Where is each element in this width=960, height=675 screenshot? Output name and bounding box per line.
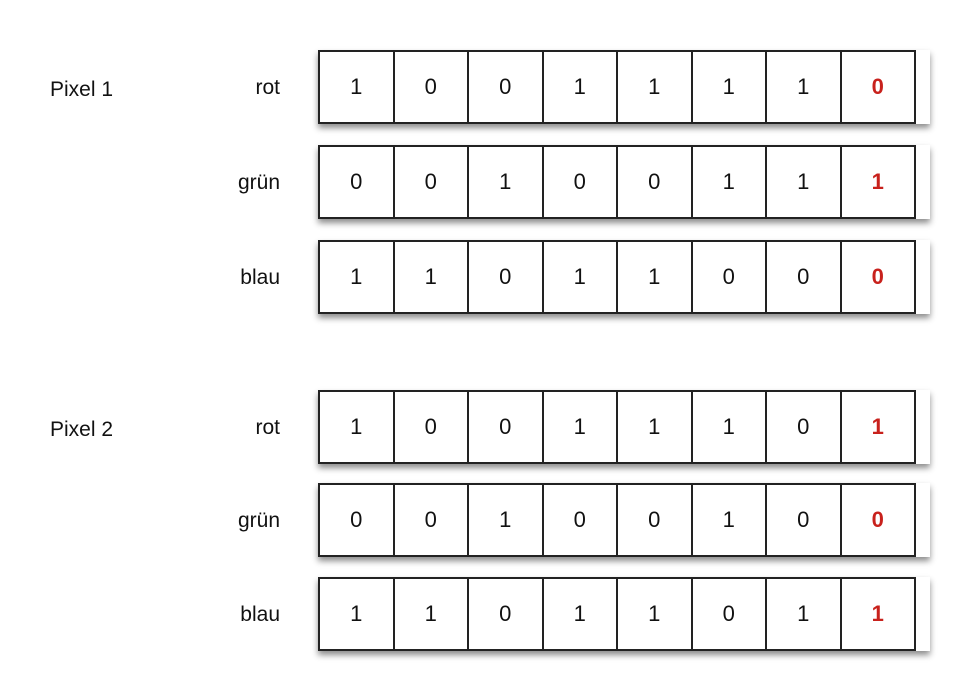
bit-cell: 1 [541, 240, 618, 314]
bit-cell: 0 [765, 240, 842, 314]
byte-row: 0 0 1 0 0 1 0 0 [318, 483, 930, 557]
bit-cell: 1 [318, 577, 395, 651]
bit-cell: 0 [392, 390, 469, 464]
byte-row: 1 0 0 1 1 1 1 0 [318, 50, 930, 124]
bit-cell: 0 [467, 390, 544, 464]
bit-cell: 1 [541, 577, 618, 651]
bit-cell: 0 [467, 577, 544, 651]
channel-label: grün [237, 509, 280, 532]
bit-cell: 0 [318, 145, 395, 219]
bit-cell: 1 [467, 145, 544, 219]
bit-cell: 1 [467, 483, 544, 557]
bit-cell: 1 [616, 240, 693, 314]
byte-row: 0 0 1 0 0 1 1 1 [318, 145, 930, 219]
channel-row-blue: blau 1 1 0 1 1 0 1 1 [0, 577, 960, 653]
channel-label: rot [255, 76, 280, 99]
bit-cell: 1 [690, 390, 767, 464]
bit-cell: 0 [765, 390, 842, 464]
bit-cell: 1 [541, 390, 618, 464]
lsb-bit-cell: 1 [839, 577, 916, 651]
pixel-label: Pixel 2 [50, 418, 114, 441]
channel-label: blau [240, 603, 280, 626]
byte-row: 1 0 0 1 1 1 0 1 [318, 390, 930, 464]
lsb-bit-cell: 0 [839, 50, 916, 124]
channel-label: blau [240, 266, 280, 289]
channel-row-green: grün 0 0 1 0 0 1 1 1 [0, 145, 960, 221]
channel-row-red: rot 1 0 0 1 1 1 1 0 [0, 50, 960, 126]
bit-cell: 1 [616, 577, 693, 651]
bit-cell: 0 [616, 145, 693, 219]
byte-row: 1 1 0 1 1 0 0 0 [318, 240, 930, 314]
bit-cell: 1 [318, 240, 395, 314]
channel-label: grün [237, 171, 280, 194]
bit-cell: 1 [616, 390, 693, 464]
bit-cell: 0 [690, 577, 767, 651]
bit-cell: 0 [392, 50, 469, 124]
bit-cell: 1 [690, 50, 767, 124]
bit-cell: 1 [616, 50, 693, 124]
bit-cell: 1 [765, 577, 842, 651]
bit-cell: 1 [392, 577, 469, 651]
bit-cell: 1 [765, 50, 842, 124]
lsb-bit-cell: 0 [839, 483, 916, 557]
bit-cell: 1 [318, 390, 395, 464]
bit-cell: 0 [690, 240, 767, 314]
bit-cell: 0 [765, 483, 842, 557]
bit-cell: 1 [318, 50, 395, 124]
lsb-bit-cell: 0 [839, 240, 916, 314]
channel-label: rot [255, 416, 280, 439]
bit-cell: 1 [690, 145, 767, 219]
bit-cell: 0 [392, 145, 469, 219]
bit-cell: 0 [541, 483, 618, 557]
bit-cell: 0 [318, 483, 395, 557]
bit-cell: 0 [392, 483, 469, 557]
channel-row-blue: blau 1 1 0 1 1 0 0 0 [0, 240, 960, 316]
bit-cell: 1 [765, 145, 842, 219]
bit-cell: 0 [541, 145, 618, 219]
bit-cell: 1 [392, 240, 469, 314]
bit-cell: 1 [541, 50, 618, 124]
channel-row-green: grün 0 0 1 0 0 1 0 0 [0, 483, 960, 559]
lsb-bit-cell: 1 [839, 390, 916, 464]
bit-cell: 0 [467, 240, 544, 314]
byte-row: 1 1 0 1 1 0 1 1 [318, 577, 930, 651]
lsb-bit-cell: 1 [839, 145, 916, 219]
bit-cell: 1 [690, 483, 767, 557]
bit-cell: 0 [616, 483, 693, 557]
pixel-label: Pixel 1 [50, 78, 114, 101]
bit-cell: 0 [467, 50, 544, 124]
channel-row-red: rot 1 0 0 1 1 1 0 1 [0, 390, 960, 466]
